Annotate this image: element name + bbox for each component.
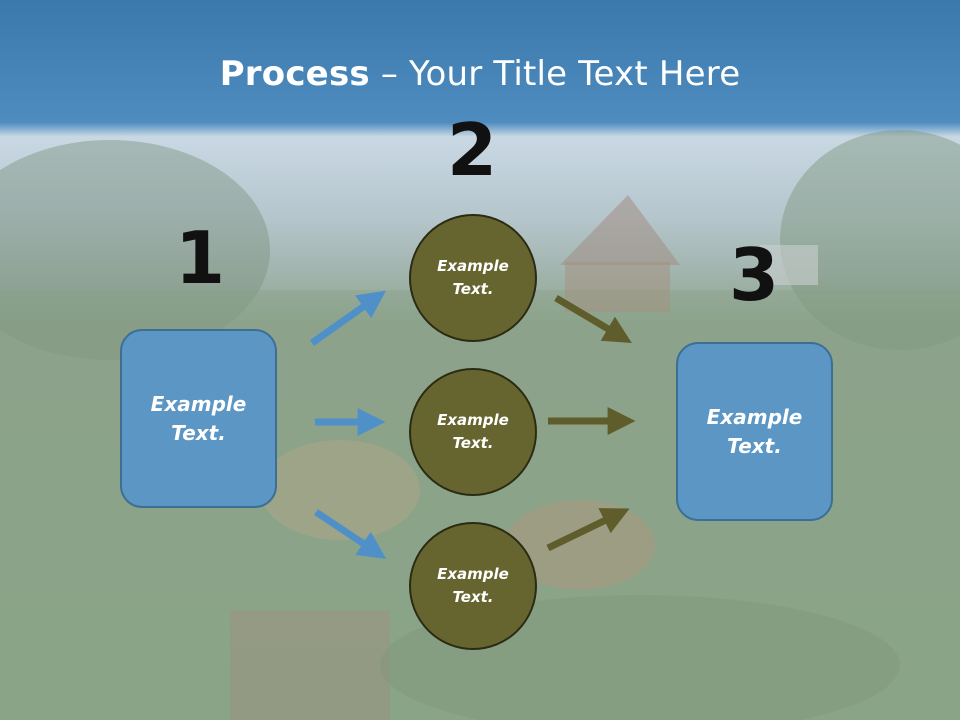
step-number-3: 3 <box>728 233 780 317</box>
circle-3-line1: Example <box>437 565 509 583</box>
circle-2-line2: Text. <box>452 434 494 452</box>
arrow-circle-3-to-right <box>546 508 630 552</box>
title-bold: Process <box>219 54 370 94</box>
circle-2-line1: Example <box>437 411 509 429</box>
step-number-1: 1 <box>174 216 226 300</box>
circle-1-line1: Example <box>437 257 509 275</box>
title-rest: – Your Title Text Here <box>369 54 741 94</box>
left-box-line1: Example <box>150 391 247 416</box>
circle-1-line2: Text. <box>452 280 494 298</box>
circle-3-line2: Text. <box>452 588 494 606</box>
arrow-circle-1-to-right <box>554 294 632 343</box>
arrow-left-to-circle-1 <box>309 290 387 346</box>
left-box-line2: Text. <box>171 420 226 445</box>
right-box-line1: Example <box>706 404 803 429</box>
right-box-line2: Text. <box>727 433 782 458</box>
slide-title: Process – Your Title Text Here <box>0 52 960 96</box>
arrow-left-to-circle-3 <box>314 509 387 559</box>
step-number-2: 2 <box>446 108 498 192</box>
